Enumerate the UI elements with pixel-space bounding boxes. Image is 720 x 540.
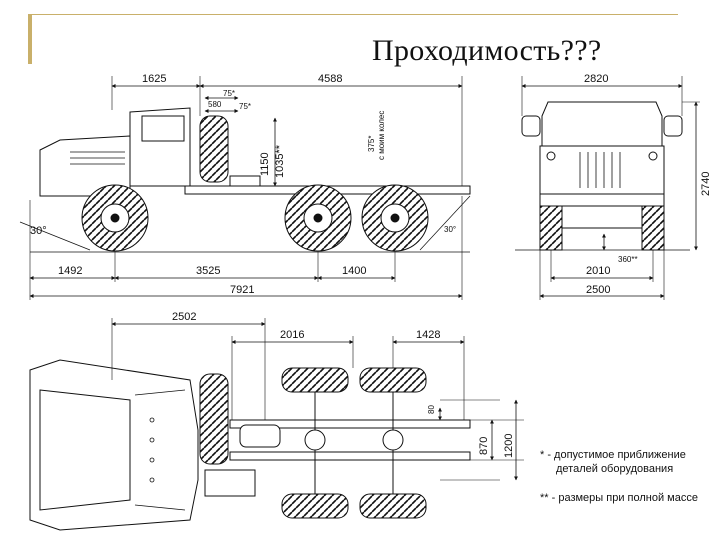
dim-front-overhang: 1625 <box>142 73 166 85</box>
front-grille <box>579 152 621 188</box>
top-wheel-1-right <box>281 493 349 519</box>
dim-375-note: с моим колес <box>377 111 386 160</box>
dim-1035: 1035** <box>274 144 286 178</box>
dim-75b: 75* <box>239 102 251 111</box>
top-extension-lines <box>111 318 524 481</box>
rear-wheel-1 <box>284 184 352 252</box>
top-spare-wheel <box>199 373 229 465</box>
dim-front-height: 2740 <box>700 172 712 196</box>
departure-angle-line <box>419 195 471 251</box>
dim-1428: 1428 <box>416 329 440 341</box>
dim-1492: 1492 <box>58 265 82 277</box>
slide-left-accent <box>28 14 32 64</box>
dim-80: 80 <box>427 405 436 414</box>
top-view <box>29 318 524 531</box>
dim-3525: 3525 <box>196 265 220 277</box>
right-headlight <box>648 151 658 161</box>
dim-1400: 1400 <box>342 265 366 277</box>
top-air-tank <box>239 424 281 448</box>
front-dimension-arrows <box>521 84 698 298</box>
hood <box>39 135 131 197</box>
dim-front-width-total: 2500 <box>586 284 610 296</box>
top-battery-box <box>204 469 256 497</box>
spare-wheel <box>199 115 229 183</box>
dim-2502: 2502 <box>172 311 196 323</box>
front-right-wheel <box>641 205 665 251</box>
dimension-arrows <box>29 84 463 298</box>
top-hood <box>39 389 131 511</box>
slide-title: Проходимость??? <box>372 34 602 67</box>
grille-lines <box>70 151 125 165</box>
top-wheel-1-left <box>281 367 349 393</box>
left-mirror <box>521 115 541 137</box>
dim-75a: 75* <box>223 89 235 98</box>
fuel-tank <box>229 175 261 187</box>
dim-580: 580 <box>208 100 222 109</box>
cab-window <box>141 115 185 142</box>
front-bumper <box>539 193 665 207</box>
dim-front-track: 2010 <box>586 265 610 277</box>
note-2: ** - размеры при полной массе <box>540 492 698 504</box>
top-frame-rail-2 <box>229 451 471 461</box>
top-cab-details <box>134 389 186 511</box>
top-frame-rail-1 <box>229 419 471 429</box>
top-wheel-2-right <box>359 493 427 519</box>
dim-375: 375* <box>367 136 376 152</box>
cab <box>129 107 191 187</box>
dim-angle-rear: 30° <box>444 225 456 234</box>
top-diff-1 <box>304 429 326 451</box>
dim-angle-front: 30° <box>30 225 47 237</box>
extension-lines <box>29 76 463 300</box>
dim-2016: 2016 <box>280 329 304 341</box>
slide-top-rule <box>28 14 678 15</box>
dim-front-clearance: 360** <box>618 255 638 264</box>
dim-870: 870 <box>478 437 490 455</box>
front-wheel <box>81 184 149 252</box>
note-1-line-2: деталей оборудования <box>556 463 674 475</box>
dim-front-width-top: 2820 <box>584 73 608 85</box>
front-body <box>539 145 665 195</box>
rear-wheel-2 <box>361 184 429 252</box>
top-diff-2 <box>382 429 404 451</box>
dim-body-length: 4588 <box>318 73 342 85</box>
side-view <box>19 76 471 300</box>
dim-1200: 1200 <box>503 434 515 458</box>
left-headlight <box>546 151 556 161</box>
top-wheel-2-left <box>359 367 427 393</box>
note-1-line-1: * - допустимое приближение <box>540 449 686 461</box>
front-cab <box>541 101 663 147</box>
approach-angle-line <box>19 221 91 251</box>
top-dimension-arrows <box>111 322 518 481</box>
right-mirror <box>663 115 683 137</box>
dim-total-length: 7921 <box>230 284 254 296</box>
front-extension-lines <box>521 76 700 300</box>
front-left-wheel <box>539 205 563 251</box>
front-view <box>515 76 700 300</box>
dim-1150: 1150 <box>259 152 271 176</box>
